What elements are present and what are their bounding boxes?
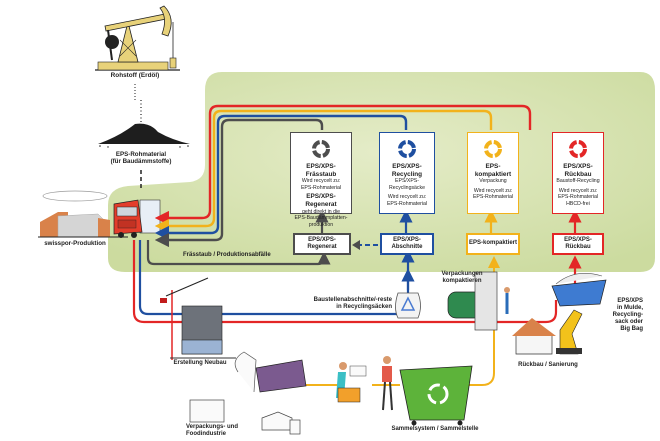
small-box-line: Abschnitte: [391, 244, 423, 250]
box-frasstaub-title2: EPS/XPS-Regenerat: [305, 193, 337, 209]
box-rueckbau-line: EPS-Rohmaterial: [557, 194, 599, 201]
box-frasstaub-title: EPS/XPS-Frässtaub: [305, 163, 337, 178]
small-box-line: Rückbau: [565, 244, 591, 250]
collection-container-icon: [382, 356, 473, 426]
small-box-line: EPS-kompaktiert: [468, 240, 517, 247]
small-box-line: EPS/XPS-: [564, 236, 592, 243]
recycle-ring-yellow-icon: [484, 140, 502, 158]
rohmaterial-label: EPS-Rohmaterial (für Baudämmstoffe): [96, 151, 186, 165]
oil-pump-icon: [95, 5, 180, 71]
sammel-label: Sammelsystem / Sammelstelle: [391, 426, 479, 432]
box-kompaktiert-line: Verpackung: [479, 178, 507, 185]
rueckbau-label: Rückbau / Sanierung: [518, 362, 578, 368]
rohstoff-label: Rohstoff (Erdöl): [110, 72, 160, 79]
production-waste-label: Frässtaub / Produktionsabfälle: [183, 252, 271, 258]
box-kompaktiert-line: Wird recycelt zu:: [473, 187, 513, 194]
box-kompaktiert: EPS-kompaktiert Verpackung Wird recycelt…: [467, 132, 519, 214]
production-label: swisspor-Produktion: [44, 240, 106, 247]
box-rueckbau-title: EPS/XPS-Rückbau: [563, 163, 593, 178]
box-rueckbau-line: Wird recycelt zu:: [558, 187, 598, 194]
box-kompaktiert-line: EPS-Rohmaterial: [472, 194, 514, 201]
box-kompaktiert-title: EPS-kompaktiert: [474, 163, 512, 178]
small-box-line: EPS/XPS-: [393, 236, 421, 243]
food-line2: Foodindustrie: [186, 430, 226, 437]
small-box-regenerat: EPS/XPS- Regenerat: [293, 233, 351, 255]
box-frasstaub-line: produktion: [308, 221, 334, 228]
baustelle-line1: Baustellenabschnitte/-reste: [313, 297, 392, 303]
box-rueckbau-line: HBCD-frei: [566, 200, 590, 207]
food-line1: Verpackungs- und: [186, 424, 239, 430]
recycle-ring-blue-icon: [398, 140, 416, 158]
small-box-line: Regenerat: [307, 244, 337, 250]
compactor-icon: [447, 271, 510, 331]
building-construction-icon: [160, 277, 236, 360]
recycle-ring-red-icon: [569, 140, 587, 158]
granulate-pile-icon: [98, 100, 190, 148]
small-box-rueckbau: EPS/XPS- Rückbau: [552, 233, 604, 255]
box-frasstaub-line: Wird recycelt zu:: [301, 178, 341, 185]
box-rueckbau: EPS/XPS-Rückbau Baustoff-Recycling Wird …: [552, 132, 604, 214]
mulde-line: in Mulde,: [617, 304, 643, 311]
recycle-ring-grey-icon: [312, 140, 330, 158]
small-box-kompaktiert: EPS-kompaktiert: [466, 233, 520, 255]
rohmaterial-line1: EPS-Rohmaterial: [115, 151, 167, 158]
small-box-line: EPS/XPS-: [308, 236, 336, 243]
box-recycling-line: EPS/XPS-Recyclingsäcke: [388, 178, 426, 191]
food-label: Verpackungs- und Foodindustrie: [186, 424, 246, 438]
box-frasstaub: EPS/XPS-Frässtaub Wird recycelt zu: EPS-…: [290, 132, 352, 228]
factory-icon: [38, 190, 128, 238]
verpackungen-label: Verpackungen kompaktieren: [432, 271, 492, 285]
box-recycling-title: EPS/XPS-Recycling: [391, 163, 423, 178]
box-recycling-line: Wird recycelt zu:: [387, 194, 427, 201]
box-frasstaub-line: EPS-Baudämmplatten-: [294, 215, 348, 222]
recycling-sack-icon: [395, 292, 421, 319]
box-recycling-line: EPS-Rohmaterial: [386, 200, 428, 207]
mulde-line: Big Bag: [620, 325, 643, 332]
box-frasstaub-line: geht direkt in die: [301, 208, 341, 215]
small-box-abschnitte: EPS/XPS- Abschnitte: [380, 233, 434, 255]
baustelle-line2: in Recyclingsäcken: [336, 303, 392, 310]
mulde-line: Recycling-: [612, 311, 643, 318]
verpackungen-line1: Verpackungen: [441, 271, 483, 277]
packaging-items-icon: [189, 351, 307, 435]
box-frasstaub-line: EPS-Rohmaterial: [300, 184, 342, 191]
person-carrying-box-icon: [336, 362, 367, 403]
mulde-line: EPS/XPS: [617, 298, 643, 304]
skip-container-icon: [551, 273, 607, 307]
mulde-label: EPS/XPS in Mulde, Recycling- sack oder B…: [593, 298, 643, 332]
baustelle-label: Baustellenabschnitte/-reste in Recycling…: [300, 297, 392, 311]
neubau-label: Erstellung Neubau: [173, 360, 227, 366]
verpackungen-line2: kompaktieren: [442, 277, 482, 284]
demolition-icon: [512, 309, 583, 355]
box-recycling: EPS/XPS-Recycling EPS/XPS-Recyclingsäcke…: [379, 132, 435, 214]
truck-icon: [113, 199, 161, 238]
rohmaterial-line2: (für Baudämmstoffe): [110, 158, 172, 166]
mulde-line: sack oder: [614, 318, 643, 325]
box-rueckbau-line: Baustoff-Recycling: [556, 178, 600, 185]
